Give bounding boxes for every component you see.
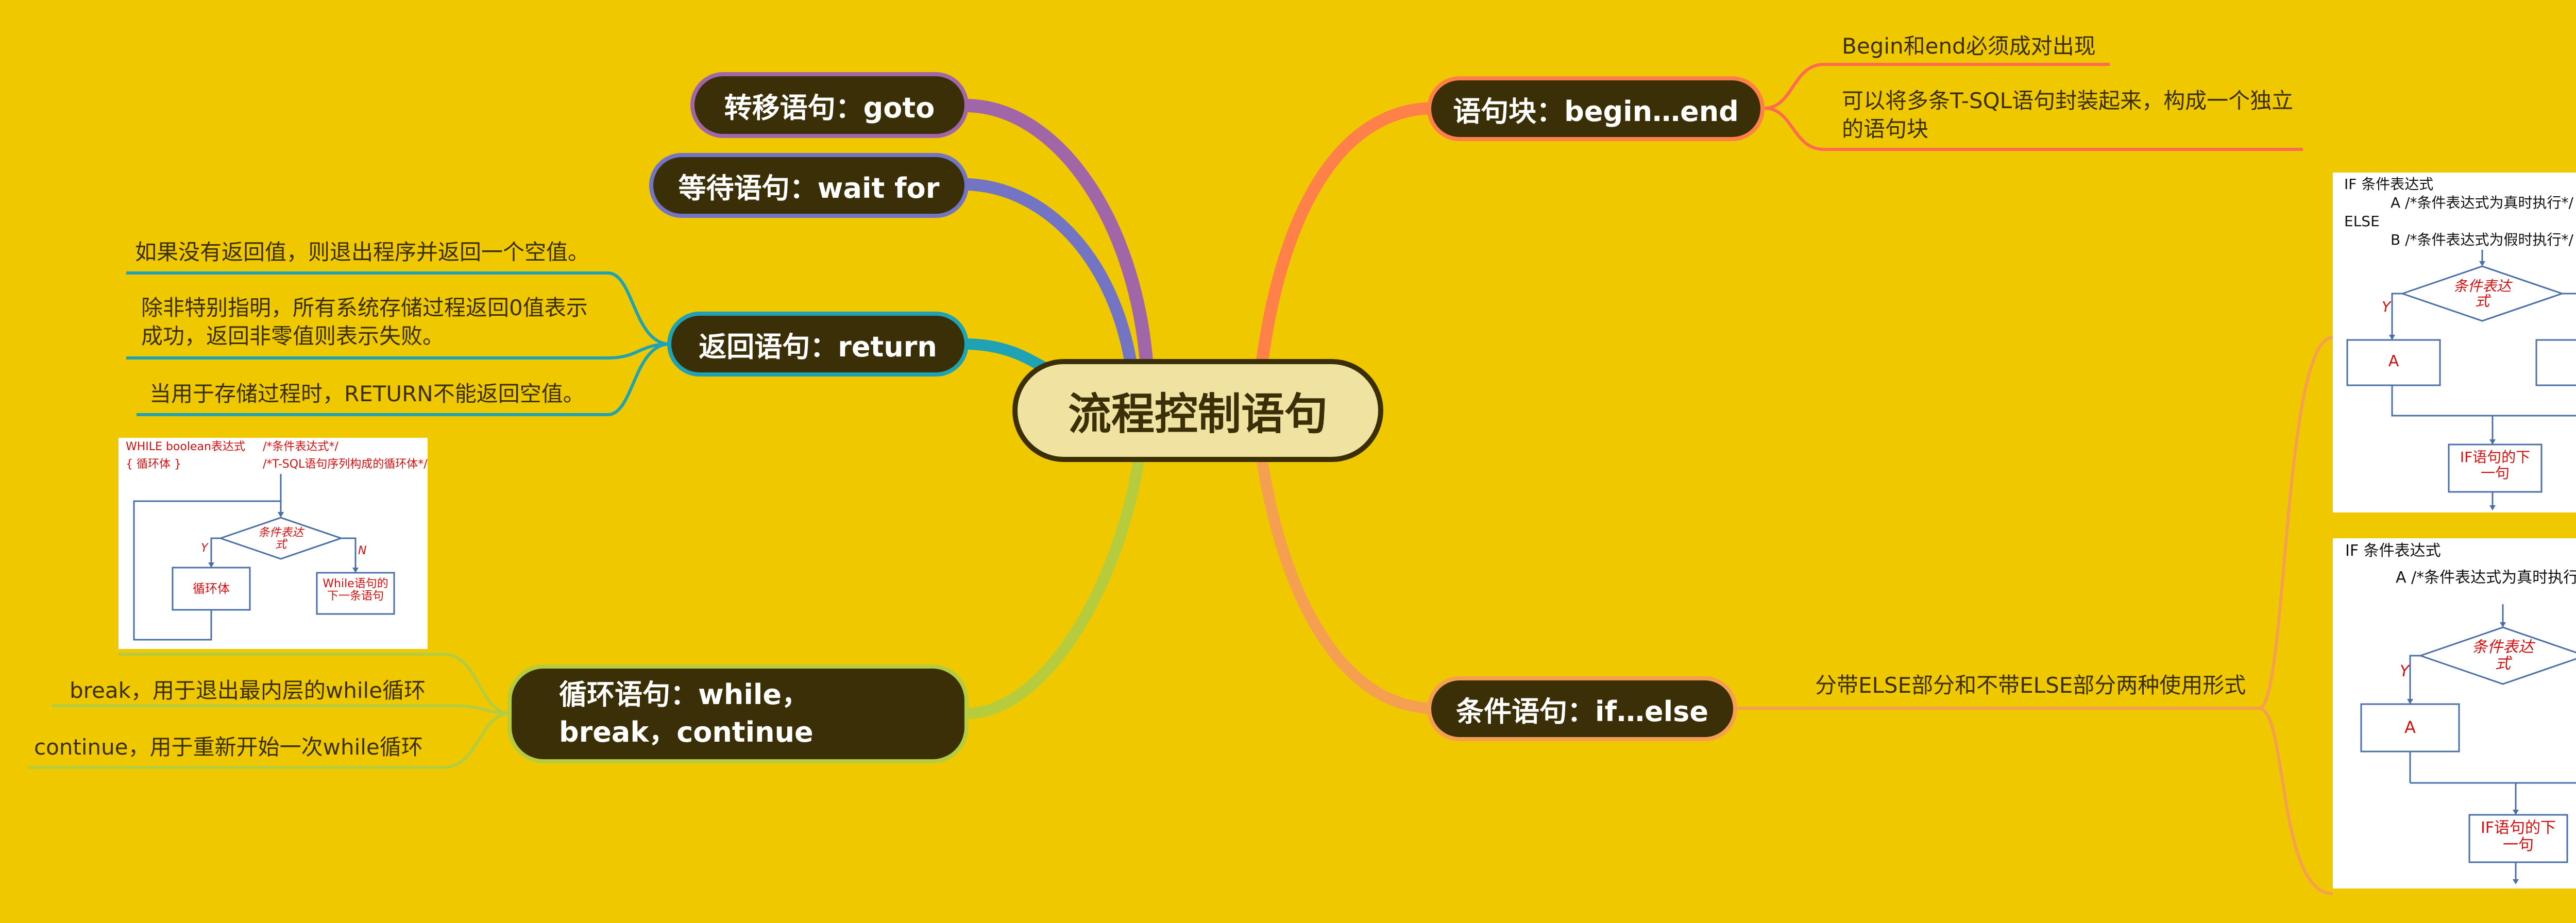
if2-yes-label: Y — [2400, 662, 2410, 680]
topic-return[interactable]: 返回语句：return — [667, 312, 969, 377]
link-root-loop — [963, 455, 1144, 719]
topic-block[interactable]: 语句块：begin…end — [1427, 76, 1765, 141]
topic-waitfor[interactable]: 等待语句：wait for — [649, 153, 969, 218]
ifelse-flowchart-lines — [2346, 250, 2576, 510]
link-block-leaf1 — [1764, 63, 2110, 110]
root-topic[interactable]: 流程控制语句 — [1012, 359, 1383, 462]
if2-condition-diamond: 条件表达式 — [2472, 638, 2534, 673]
link-return-leaf3 — [137, 343, 670, 416]
ifelse-leaf-1[interactable]: 分带ELSE部分和不带ELSE部分两种使用形式 — [1815, 673, 2246, 698]
topic-waitfor-label: 等待语句：wait for — [678, 172, 940, 204]
topic-ifelse-label: 条件语句：if…else — [1456, 695, 1708, 728]
if1-syntax-line2: A /*条件表达式为真时执行*/ — [2391, 194, 2573, 211]
root-label: 流程控制语句 — [1067, 388, 1328, 439]
while-syntax-line2-right: /*T-SQL语句序列构成的循环体*/ — [263, 458, 428, 471]
link-ifelse-image1 — [2258, 336, 2333, 710]
while-yes-label: Y — [201, 542, 208, 555]
if1-b-box: B — [2536, 353, 2576, 370]
link-return-leaf1 — [126, 271, 670, 346]
while-syntax-line2-left: { 循环体 } — [126, 458, 181, 471]
link-ifelse-image2 — [2259, 707, 2333, 895]
return-leaf-1[interactable]: 如果没有返回值，则退出程序并返回一个空值。 — [135, 240, 590, 265]
topic-goto-label: 转移语句：goto — [724, 91, 935, 124]
while-next-box: While语句的下一条语句 — [323, 577, 388, 603]
while-syntax-line1-left: WHILE boolean表达式 — [126, 440, 245, 453]
block-leaf-1[interactable]: Begin和end必须成对出现 — [1842, 33, 2096, 59]
topic-loop-label: 循环语句：while，break，continue — [559, 678, 814, 748]
topic-ifelse[interactable]: 条件语句：if…else — [1427, 676, 1737, 741]
if1-yes-label: Y — [2382, 298, 2391, 315]
topic-return-label: 返回语句：return — [699, 330, 937, 363]
if1-condition-diamond: 条件表达式 — [2453, 278, 2511, 310]
while-flowchart-lines — [133, 474, 395, 641]
return-leaf-2[interactable]: 除非特别指明，所有系统存储过程返回0值表示成功，返回非零值则表示失败。 — [141, 295, 588, 349]
while-flowchart-image[interactable]: WHILE boolean表达式 /*条件表达式*/ { 循环体 } /*T-S… — [118, 438, 428, 649]
if2-syntax-line2: A /*条件表达式为真时执行*/ — [2396, 569, 2576, 587]
link-root-goto — [962, 99, 1153, 367]
if-flowchart-image[interactable]: IF 条件表达式 A /*条件表达式为真时执行*/ 条件表达式 Y N A IF… — [2333, 538, 2576, 888]
link-loop-image — [118, 653, 511, 715]
if1-syntax-line4: B /*条件表达式为假时执行*/ — [2391, 231, 2573, 248]
while-condition-diamond: 条件表达式 — [258, 526, 303, 552]
if1-a-box: A — [2388, 352, 2399, 370]
if1-syntax-line1: IF 条件表达式 — [2344, 176, 2434, 193]
link-root-return — [963, 338, 1052, 374]
while-no-label: N — [358, 544, 367, 557]
link-root-waitfor — [962, 178, 1137, 369]
loop-leaf-2[interactable]: continue，用于重新开始一次while循环 — [34, 734, 423, 760]
if2-a-box: A — [2404, 717, 2416, 737]
return-leaf-3[interactable]: 当用于存储过程时，RETURN不能返回空值。 — [149, 381, 585, 406]
if2-next-box: IF语句的下一句 — [2480, 819, 2556, 854]
topic-goto[interactable]: 转移语句：goto — [690, 72, 969, 138]
ifelse-flowchart-image[interactable]: IF 条件表达式 A /*条件表达式为真时执行*/ ELSE B /*条件表达式… — [2333, 173, 2576, 512]
link-root-ifelse — [1257, 455, 1437, 714]
topic-loop[interactable]: 循环语句：while，break，continue — [507, 664, 969, 763]
block-leaf-2[interactable]: 可以将多条T-SQL语句封装起来，构成一个独立的语句块 — [1842, 88, 2294, 142]
link-root-block — [1256, 102, 1437, 367]
link-loop-leaf1 — [52, 704, 511, 715]
if2-syntax-line1: IF 条件表达式 — [2345, 542, 2441, 560]
loop-leaf-1[interactable]: break，用于退出最内层的while循环 — [70, 678, 426, 703]
if1-syntax-line3: ELSE — [2344, 213, 2380, 230]
while-syntax-line1-right: /*条件表达式*/ — [263, 440, 338, 453]
link-block-leaf2 — [1764, 107, 2303, 151]
if-flowchart-lines — [2360, 604, 2576, 884]
topic-block-label: 语句块：begin…end — [1453, 95, 1739, 128]
link-loop-leaf2 — [28, 712, 511, 769]
if1-next-box: IF语句的下一句 — [2460, 449, 2531, 482]
while-body-box: 循环体 — [193, 582, 230, 596]
